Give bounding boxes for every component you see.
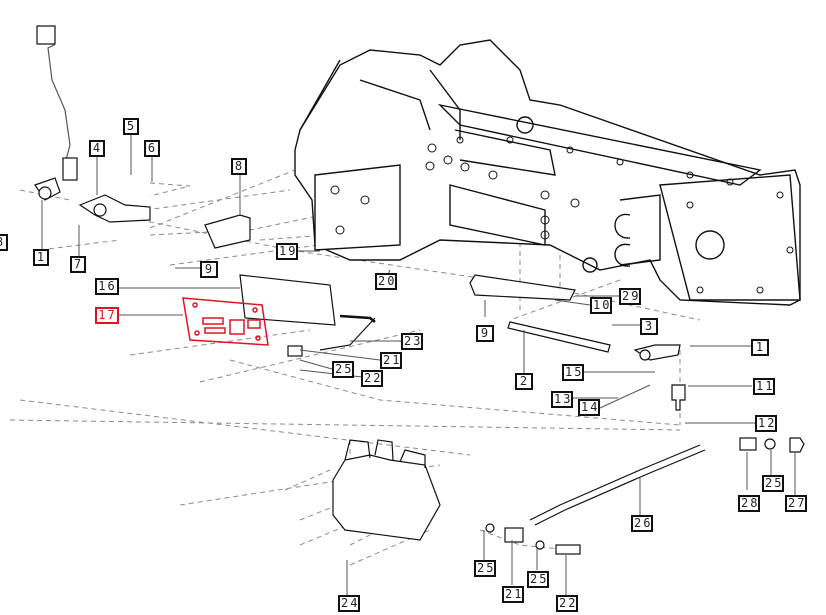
- callout-part-25[interactable]: 25: [332, 361, 354, 378]
- callout-part-8[interactable]: 8: [0, 234, 8, 251]
- callout-part-17[interactable]: 17: [95, 307, 119, 324]
- callout-part-5[interactable]: 5: [123, 118, 139, 135]
- callout-part-13[interactable]: 13: [551, 391, 573, 408]
- callout-part-19[interactable]: 19: [276, 243, 298, 260]
- callout-part-20[interactable]: 20: [375, 273, 397, 290]
- callout-part-27[interactable]: 27: [785, 495, 807, 512]
- callout-part-9[interactable]: 9: [200, 261, 218, 278]
- callout-part-4[interactable]: 4: [89, 140, 105, 157]
- callout-part-7[interactable]: 7: [70, 256, 86, 273]
- transmission-housing: [294, 39, 801, 306]
- callout-part-1[interactable]: 1: [33, 249, 49, 266]
- parts-drawings: [34, 25, 805, 555]
- callout-part-21[interactable]: 21: [502, 586, 524, 603]
- callout-part-25[interactable]: 25: [762, 475, 784, 492]
- callout-part-22[interactable]: 22: [361, 370, 383, 387]
- callout-part-25[interactable]: 25: [474, 560, 496, 577]
- callout-part-9[interactable]: 9: [476, 325, 494, 342]
- callout-part-6[interactable]: 6: [144, 140, 160, 157]
- housing-bolt-holes: [330, 136, 794, 294]
- callout-part-16[interactable]: 16: [95, 278, 119, 295]
- callout-part-12[interactable]: 12: [755, 415, 777, 432]
- callout-part-25[interactable]: 25: [527, 571, 549, 588]
- gasket-part-17-highlighted: [182, 297, 269, 346]
- leader-lines: [41, 133, 796, 595]
- callout-part-29[interactable]: 29: [619, 288, 641, 305]
- callout-part-26[interactable]: 26: [631, 515, 653, 532]
- callout-part-21[interactable]: 21: [380, 352, 402, 369]
- callout-part-14[interactable]: 14: [578, 399, 600, 416]
- callout-part-11[interactable]: 11: [753, 378, 775, 395]
- callout-part-3[interactable]: 3: [640, 318, 658, 335]
- callout-part-1[interactable]: 1: [751, 339, 769, 356]
- callout-part-10[interactable]: 10: [590, 297, 612, 314]
- callout-part-2[interactable]: 2: [515, 373, 533, 390]
- callout-part-22[interactable]: 22: [556, 595, 578, 612]
- callout-part-8[interactable]: 8: [231, 158, 247, 175]
- callout-part-28[interactable]: 28: [738, 495, 760, 512]
- callout-part-23[interactable]: 23: [401, 333, 423, 350]
- callout-part-24[interactable]: 24: [338, 595, 360, 612]
- callout-part-15[interactable]: 15: [562, 364, 584, 381]
